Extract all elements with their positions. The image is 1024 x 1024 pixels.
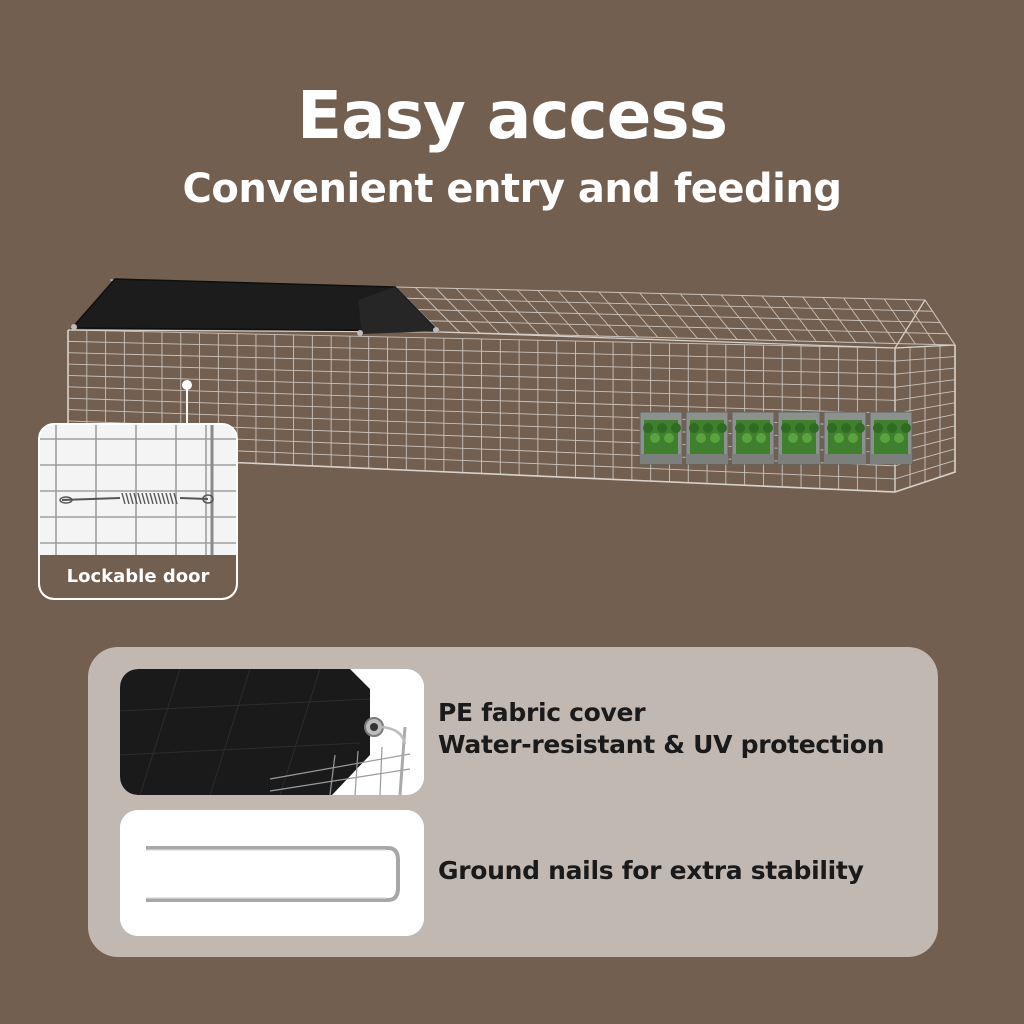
door-latch-photo: [40, 425, 236, 555]
roof-mesh: [394, 286, 956, 346]
callout-pointer: [186, 386, 188, 423]
ground-nail-photo: [120, 810, 424, 936]
feeding-planters: [639, 411, 913, 465]
callout-dot: [182, 380, 192, 390]
fabric-cover-photo: [120, 669, 424, 795]
page-subtitle: Convenient entry and feeding: [182, 166, 842, 213]
enclosure-illustration: [67, 278, 956, 493]
ground-nails-thumbnail: [120, 810, 424, 936]
fabric-cover-detail: Water-resistant & UV protection: [438, 730, 885, 759]
ground-nails-title: Ground nails for extra stability: [438, 856, 864, 885]
fabric-cover-thumbnail: [120, 669, 424, 795]
page-title: Easy access: [296, 77, 728, 155]
fabric-cover-title: PE fabric cover: [438, 698, 646, 727]
features-panel: PE fabric cover Water-resistant & UV pro…: [88, 647, 938, 957]
lockable-door-label: Lockable door: [40, 555, 236, 598]
lockable-door-callout: Lockable door: [38, 423, 238, 600]
